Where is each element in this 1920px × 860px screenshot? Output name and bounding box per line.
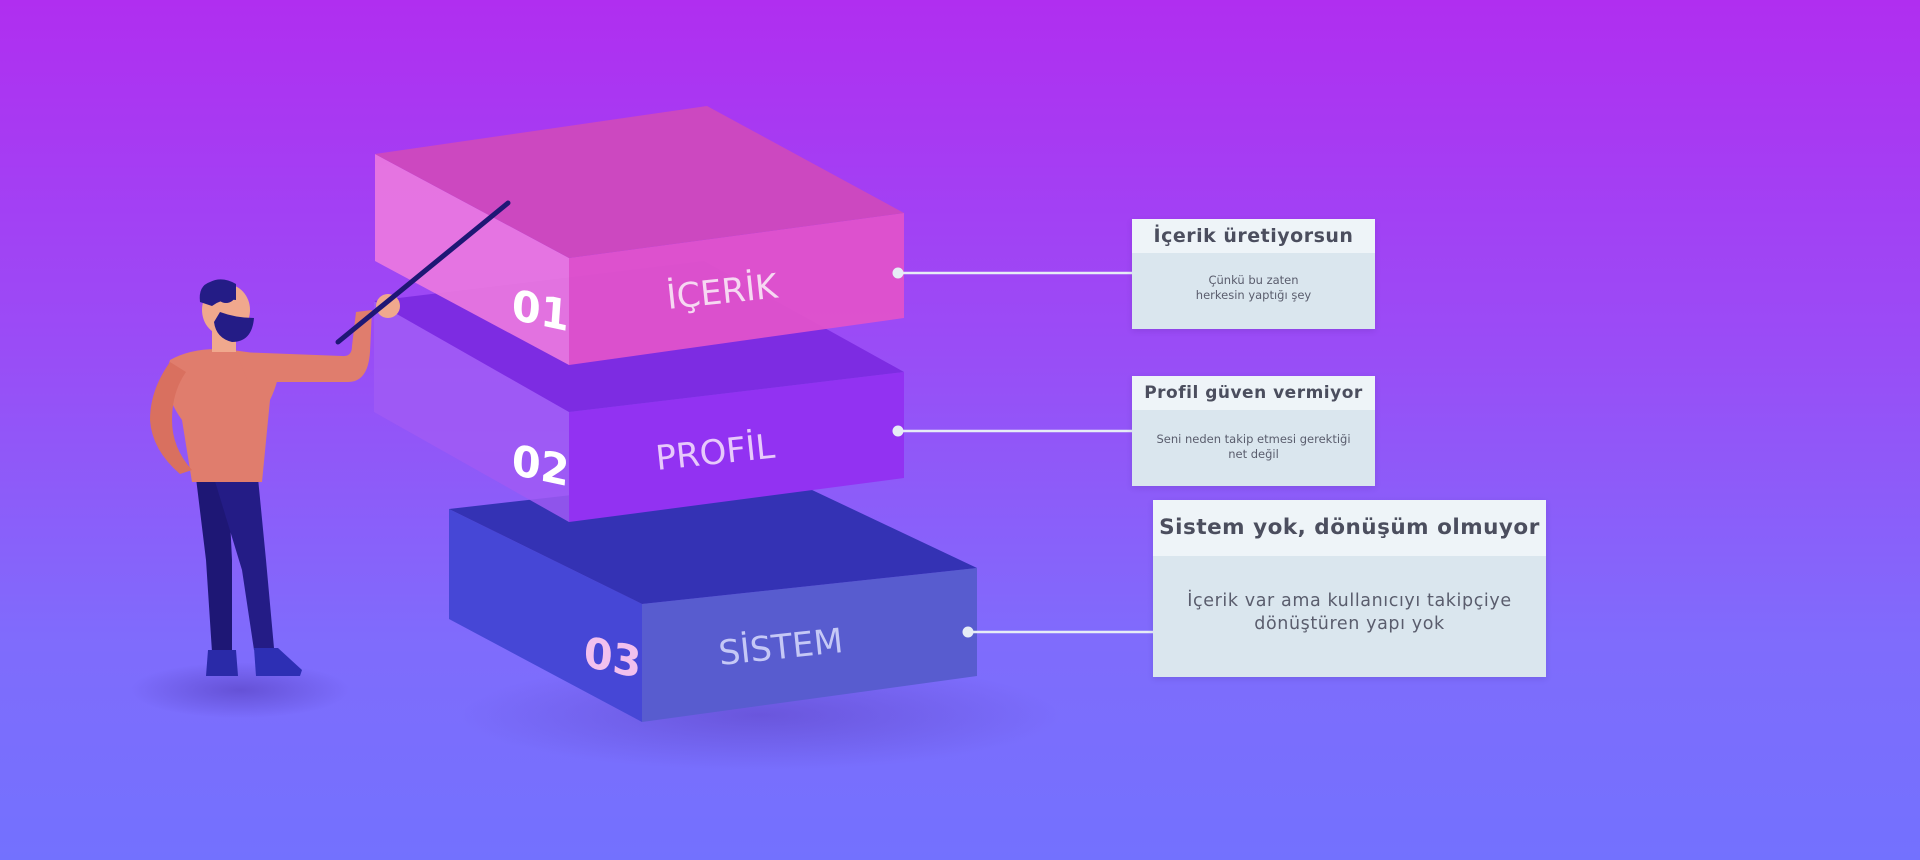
person-front-leg [214, 478, 274, 650]
info-card-icerik-title: İçerik üretiyorsun [1132, 219, 1375, 253]
pointer-stick [335, 200, 511, 345]
info-card-sistem-desc: İçerik var ama kullanıcıyı takipçiye dön… [1153, 556, 1546, 636]
info-card-icerik-desc: Çünkü bu zaten herkesin yaptığı şey [1132, 253, 1375, 303]
info-card-icerik-line2: herkesin yaptığı şey [1195, 288, 1312, 302]
person-shoe-back [206, 650, 238, 676]
block-sistem-front [642, 568, 977, 722]
person-hair-bun [216, 283, 236, 303]
connector-3 [962, 626, 1153, 638]
block-sistem-number: 03 [582, 627, 643, 688]
info-card-profil-desc: Seni neden takip etmesi gerektiği net de… [1132, 410, 1375, 462]
block-profil-front [569, 372, 904, 522]
person-back-leg [196, 478, 232, 652]
person-shadow [130, 662, 350, 718]
block-icerik-number: 01 [510, 280, 571, 341]
info-card-sistem: Sistem yok, dönüşüm olmuyor İçerik var a… [1153, 500, 1546, 677]
block-icerik [375, 106, 904, 365]
presenter-person [150, 200, 511, 676]
block-profil-number: 02 [510, 435, 571, 496]
person-torso [166, 349, 279, 482]
info-card-sistem-line2: dönüştüren yapı yok [1254, 614, 1445, 634]
block-sistem-left [449, 509, 642, 722]
info-card-icerik-line1: Çünkü bu zaten [1208, 273, 1299, 287]
person-arm-raised [236, 310, 372, 382]
block-icerik-top [375, 106, 904, 258]
info-card-sistem-title: Sistem yok, dönüşüm olmuyor [1153, 500, 1546, 556]
block-icerik-front [569, 213, 904, 365]
block-icerik-left [375, 154, 569, 365]
info-card-sistem-line1: İçerik var ama kullanıcıyı takipçiye [1187, 591, 1512, 611]
connector-2 [892, 425, 1132, 437]
info-card-profil: Profil güven vermiyor Seni neden takip e… [1132, 376, 1375, 486]
person-beard [214, 312, 254, 342]
person-hand [376, 294, 400, 318]
block-profil-left [374, 301, 569, 522]
connector-1 [892, 267, 1132, 279]
info-card-profil-line2: net değil [1228, 447, 1279, 461]
person-shoe-front [254, 648, 302, 676]
info-card-profil-line1: Seni neden takip etmesi gerektiği [1156, 432, 1351, 446]
info-card-profil-title: Profil güven vermiyor [1132, 376, 1375, 410]
person-arm-hip [150, 362, 192, 474]
info-card-icerik: İçerik üretiyorsun Çünkü bu zaten herkes… [1132, 219, 1375, 329]
